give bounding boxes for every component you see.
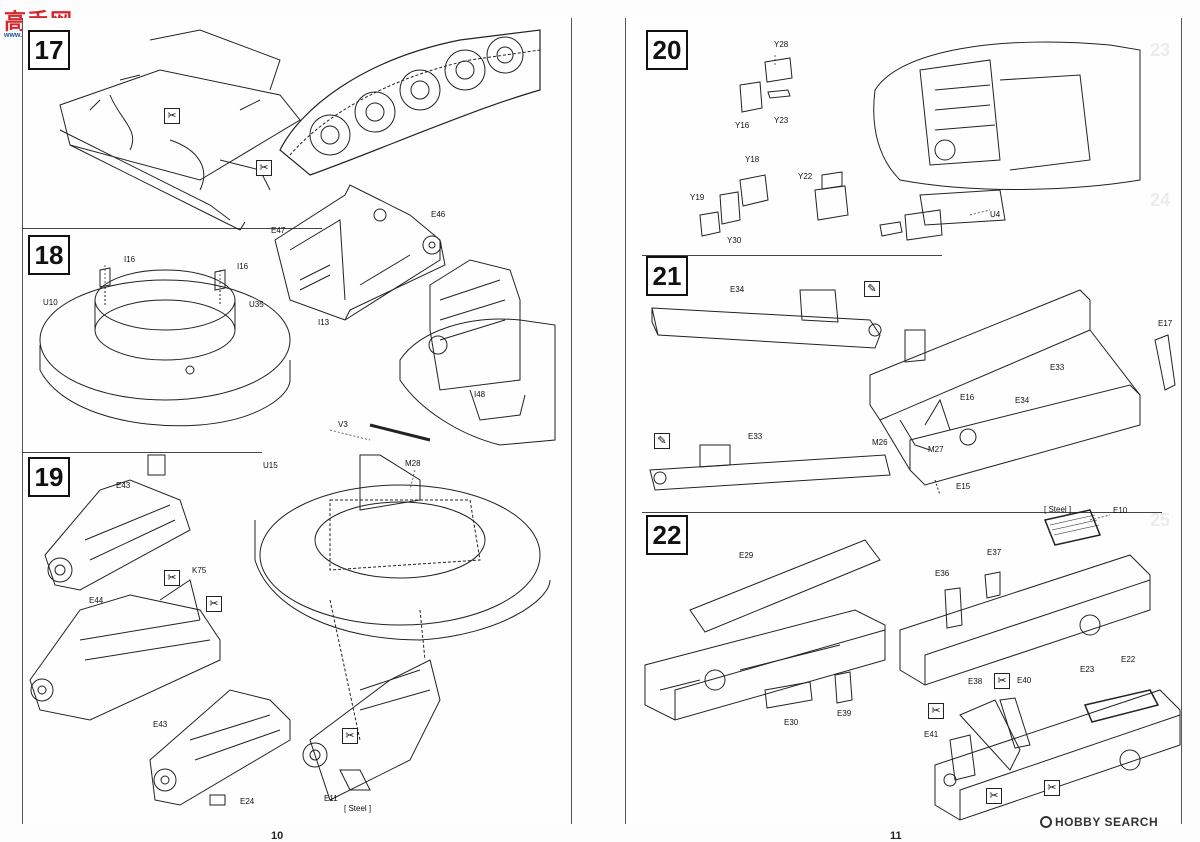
part-label: E17 <box>1158 319 1173 328</box>
step-20-drawing <box>699 41 1141 241</box>
part-label: M26 <box>872 438 888 447</box>
step-19-box: 19 <box>28 457 70 497</box>
page-number-left: 10 <box>271 830 284 842</box>
part-label: Y16 <box>735 121 750 130</box>
step-18-box: 18 <box>28 235 70 275</box>
ghost-mark: 24 <box>1150 190 1171 210</box>
section-divider <box>642 512 1162 513</box>
ghost-mark: 23 <box>1150 40 1171 60</box>
part-label: E47 <box>271 226 286 235</box>
part-label: E15 <box>956 482 971 491</box>
step-21-box: 21 <box>646 256 688 296</box>
glue-icon: ✎ <box>864 281 880 297</box>
cut-icon: ✂ <box>928 703 944 719</box>
part-label: E37 <box>987 548 1002 557</box>
part-label: Y18 <box>745 155 760 164</box>
part-label: E11 <box>324 794 338 803</box>
section-divider <box>642 255 942 256</box>
part-label: E39 <box>837 709 852 718</box>
part-label: E41 <box>924 730 939 739</box>
e46-e47-drawing <box>274 184 446 321</box>
part-label: U35 <box>249 300 264 309</box>
part-label: E43 <box>116 481 131 490</box>
section-divider <box>22 452 262 453</box>
part-label: E34 <box>730 285 745 294</box>
step-18-drawing <box>39 267 291 427</box>
part-label: E43 <box>153 720 168 729</box>
glue-icon: ✎ <box>654 433 670 449</box>
part-label: I16 <box>124 255 136 264</box>
part-label: U4 <box>990 210 1001 219</box>
part-label: E24 <box>240 797 255 806</box>
cut-icon: ✂ <box>994 673 1010 689</box>
part-label: E38 <box>968 677 983 686</box>
part-label: E34 <box>1015 396 1030 405</box>
part-label: E16 <box>960 393 975 402</box>
u15-drawing <box>254 423 551 741</box>
part-label: E22 <box>1121 655 1136 664</box>
cut-icon: ✂ <box>164 570 180 586</box>
step-20-box: 20 <box>646 30 688 70</box>
hobby-search-text: HOBBY SEARCH <box>1055 815 1159 829</box>
part-label: E46 <box>431 210 446 219</box>
steel-note: [ Steel ] <box>1044 505 1072 514</box>
part-label: E30 <box>784 718 799 727</box>
step-19-drawing <box>29 454 291 806</box>
part-label: E33 <box>1050 363 1065 372</box>
part-label: E23 <box>1080 665 1095 674</box>
cut-icon: ✂ <box>206 596 222 612</box>
part-label: U15 <box>263 461 278 470</box>
part-label: E33 <box>748 432 763 441</box>
steel-note: [ Steel ] <box>344 804 372 813</box>
cut-icon: ✂ <box>256 160 272 176</box>
part-label: I13 <box>318 318 330 327</box>
part-label: Y30 <box>727 236 742 245</box>
part-label: M27 <box>928 445 944 454</box>
step-21-drawing <box>649 289 1176 496</box>
hobby-search-logo-icon <box>1040 816 1052 828</box>
part-label: E36 <box>935 569 950 578</box>
part-label: E44 <box>89 596 104 605</box>
part-label: K75 <box>192 566 207 575</box>
e11-drawing <box>302 659 441 801</box>
part-label: U10 <box>43 298 58 307</box>
leader-lines <box>104 55 1111 521</box>
cut-icon: ✂ <box>986 788 1002 804</box>
part-label: Y22 <box>798 172 813 181</box>
cut-icon: ✂ <box>164 108 180 124</box>
page-left <box>22 18 572 824</box>
page-number-right: 11 <box>890 830 902 842</box>
part-label: E29 <box>739 551 754 560</box>
step-22-drawing <box>644 509 1181 821</box>
part-label: E10 <box>1113 506 1128 515</box>
section-divider <box>22 228 322 229</box>
cut-icon: ✂ <box>342 728 358 744</box>
part-label: I48 <box>474 390 486 399</box>
step-22-box: 22 <box>646 515 688 555</box>
step-17-drawing <box>59 29 541 231</box>
part-label: I16 <box>237 262 249 271</box>
i48-drawing <box>399 259 556 446</box>
part-label: Y28 <box>774 40 789 49</box>
part-label: E40 <box>1017 676 1032 685</box>
cut-icon: ✂ <box>1044 780 1060 796</box>
ghost-mark: 25 <box>1150 510 1171 530</box>
part-label: Y19 <box>690 193 705 202</box>
part-label: M28 <box>405 459 421 468</box>
step-17-box: 17 <box>28 30 70 70</box>
part-label: Y23 <box>774 116 789 125</box>
part-label: V3 <box>338 420 348 429</box>
hobby-search-watermark: HOBBY SEARCH <box>1040 815 1158 829</box>
